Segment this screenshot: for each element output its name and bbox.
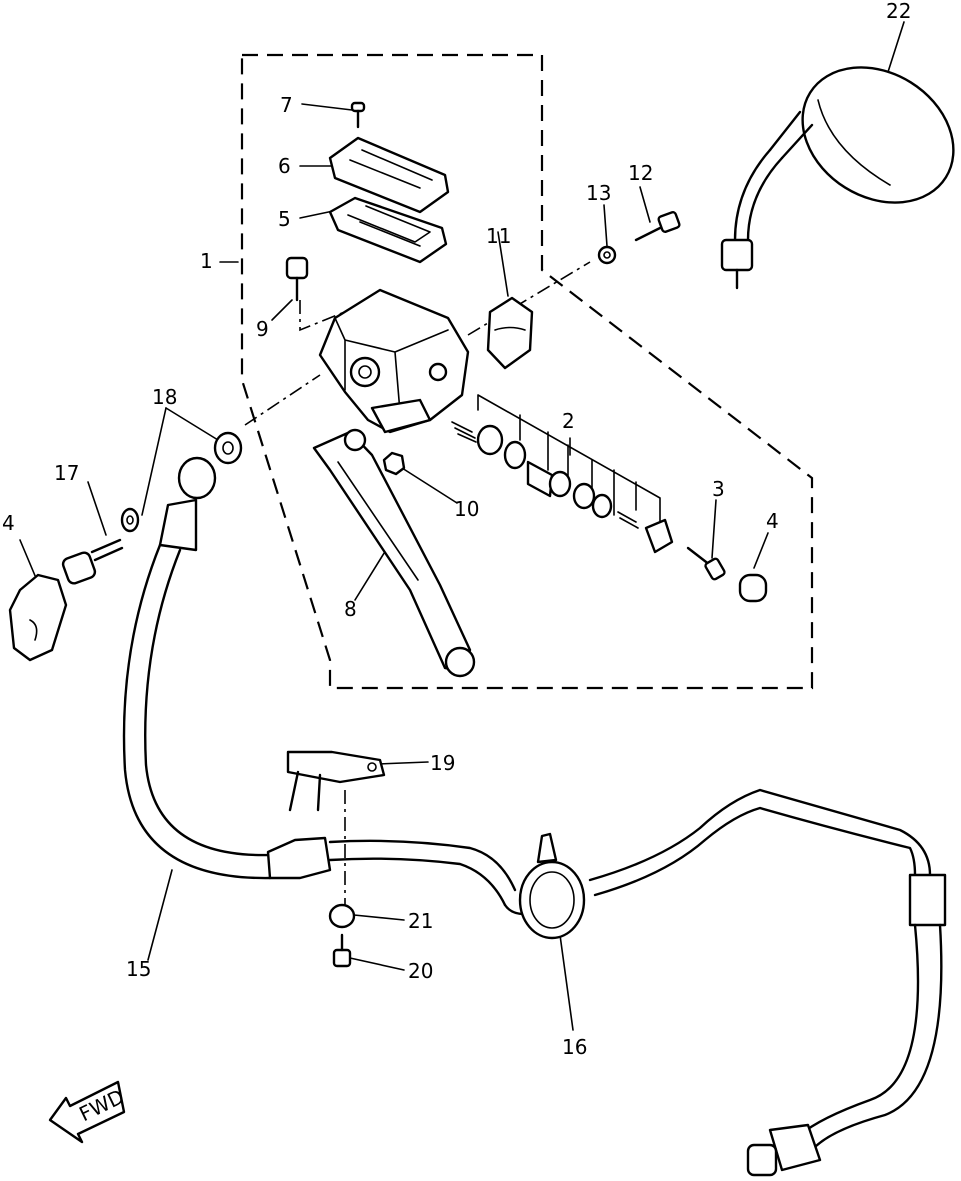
leader-lines <box>19 21 905 1031</box>
part-4-boot-left <box>8 573 68 662</box>
part-2-piston-kit <box>451 421 674 554</box>
part-16-clamp <box>518 832 586 940</box>
callout-2: 2 <box>562 409 575 433</box>
callout-21: 21 <box>408 909 433 933</box>
part-8-lever <box>312 428 476 678</box>
callout-22: 22 <box>886 0 911 23</box>
callout-1: 1 <box>200 249 213 273</box>
callout-12: 12 <box>628 161 653 185</box>
part-21-nut <box>328 903 356 929</box>
part-20-bolt <box>332 933 352 968</box>
fwd-arrow: FWD <box>48 1080 128 1144</box>
part-22-mirror <box>720 66 955 290</box>
part-15-hose <box>122 456 947 1177</box>
part-5-diaphragm <box>328 196 448 264</box>
part-19-bracket <box>286 750 386 812</box>
part-11-holder <box>486 296 534 370</box>
part-1-master-cylinder <box>318 288 470 434</box>
callout-5: 5 <box>278 207 291 231</box>
part-9-bolt <box>285 256 309 302</box>
callout-19: 19 <box>430 751 455 775</box>
callout-20: 20 <box>408 959 433 983</box>
callout-10: 10 <box>454 497 479 521</box>
callout-9: 9 <box>256 317 269 341</box>
callout-8: 8 <box>344 597 357 621</box>
callout-13: 13 <box>586 181 611 205</box>
callout-7: 7 <box>280 93 293 117</box>
part-6-reservoir-cap <box>328 136 450 214</box>
assembly-boundary <box>240 53 814 690</box>
callout-3: 3 <box>712 477 725 501</box>
callout-4a: 4 <box>2 511 15 535</box>
callout-16: 16 <box>562 1035 587 1059</box>
callout-4b: 4 <box>766 509 779 533</box>
part-12-bolt <box>634 211 681 242</box>
callout-17: 17 <box>54 461 79 485</box>
part-7-screw <box>350 101 366 129</box>
part-3-pushrod <box>686 546 726 581</box>
part-18-washer <box>120 431 243 533</box>
part-17-union-bolt <box>61 538 124 585</box>
part-13-nut <box>597 245 617 265</box>
callout-11: 11 <box>486 224 511 248</box>
callout-15: 15 <box>126 957 151 981</box>
part-10-nut <box>382 451 406 476</box>
callout-18: 18 <box>152 385 177 409</box>
callout-6: 6 <box>278 154 291 178</box>
part-4-boot-right <box>738 573 768 603</box>
callouts: 1 2 3 4 4 5 6 7 8 9 10 11 12 13 15 16 17… <box>2 0 911 1059</box>
